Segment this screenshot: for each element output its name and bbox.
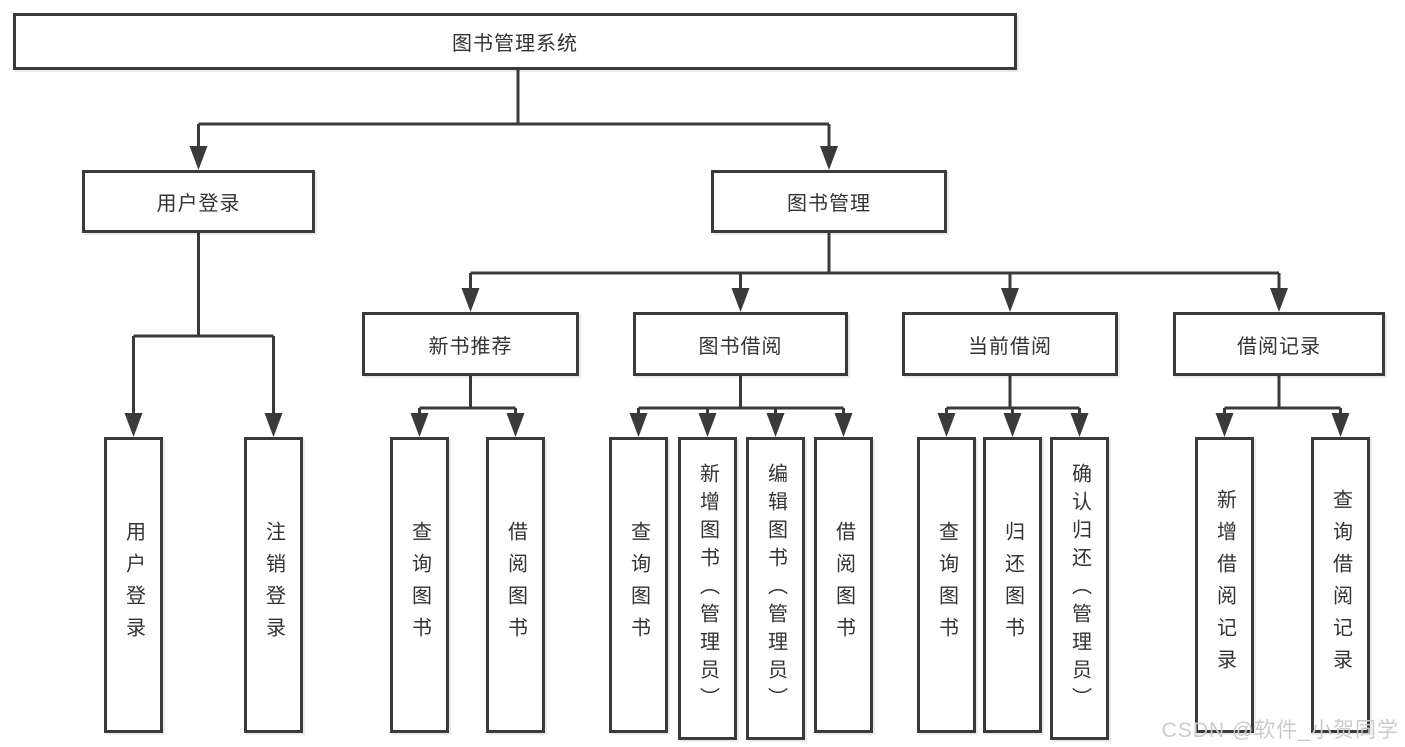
arrowhead-icon	[820, 146, 838, 170]
leaf-query-books-recommend: 查询图书	[390, 437, 449, 733]
node-label: 当前借阅	[968, 335, 1052, 358]
node-root-library-management-system: 图书管理系统	[13, 13, 1017, 70]
arrowhead-icon	[410, 413, 429, 437]
node-label: 用户登录	[122, 521, 145, 649]
node-user-login: 用户登录	[82, 170, 315, 233]
connector-root-to-level2	[197, 70, 831, 152]
arrowhead-icon	[461, 288, 480, 312]
arrowhead-icon	[1270, 288, 1288, 312]
connector-userlogin-to-leaves	[132, 233, 275, 419]
node-label: 新增借阅记录	[1213, 489, 1236, 681]
connector-records-to-leaves	[1223, 376, 1342, 419]
arrowheads	[124, 146, 1350, 437]
connector-paths	[132, 70, 1342, 419]
arrowhead-icon	[189, 146, 208, 170]
leaf-add-borrow-record: 新增借阅记录	[1195, 437, 1254, 733]
node-label: 图书管理系统	[452, 33, 578, 55]
node-label: 新书推荐	[428, 335, 513, 358]
node-label: 编辑图书（管理员）	[764, 462, 787, 715]
arrowhead-icon	[731, 288, 750, 312]
connector-newbook-to-leaves	[418, 376, 517, 419]
node-borrowing-records: 借阅记录	[1173, 312, 1385, 376]
node-label: 查询图书	[408, 521, 431, 649]
leaf-edit-books-admin: 编辑图书（管理员）	[746, 437, 805, 740]
node-label: 查询借阅记录	[1329, 489, 1352, 681]
leaf-logout: 注销登录	[244, 437, 303, 733]
arrowhead-icon	[1331, 413, 1350, 437]
leaf-borrow-books: 借阅图书	[814, 437, 873, 733]
arrowhead-icon	[937, 413, 956, 437]
leaf-add-books-admin: 新增图书（管理员）	[678, 437, 737, 740]
node-label: 归还图书	[1001, 521, 1024, 649]
leaf-query-borrow-record: 查询借阅记录	[1311, 437, 1370, 733]
connector-bookborrow-to-leaves	[637, 376, 845, 419]
arrowhead-icon	[264, 413, 283, 437]
arrowhead-icon	[506, 413, 525, 437]
connector-currentborrow-to-leaves	[945, 376, 1081, 419]
arrowhead-icon	[1215, 413, 1234, 437]
leaf-confirm-return-admin: 确认归还（管理员）	[1050, 437, 1109, 740]
node-label: 用户登录	[156, 193, 241, 215]
arrowhead-icon	[766, 413, 785, 437]
node-label: 借阅记录	[1237, 335, 1321, 358]
leaf-query-books-current: 查询图书	[917, 437, 976, 733]
node-current-borrowing: 当前借阅	[902, 312, 1118, 376]
arrowhead-icon	[629, 413, 648, 437]
arrowhead-icon	[1001, 288, 1019, 312]
leaf-query-books-borrow: 查询图书	[609, 437, 668, 733]
node-label: 注销登录	[262, 521, 285, 649]
node-label: 确认归还（管理员）	[1068, 462, 1091, 715]
leaf-return-books: 归还图书	[983, 437, 1042, 733]
node-label: 查询图书	[935, 521, 958, 649]
arrowhead-icon	[834, 413, 853, 437]
csdn-watermark: CSDN @软件_小贺同学	[1161, 719, 1399, 742]
node-label: 图书借阅	[698, 335, 783, 358]
arrowhead-icon	[698, 413, 717, 437]
node-new-book-recommendation: 新书推荐	[362, 312, 579, 376]
arrowhead-icon	[1003, 413, 1022, 437]
arrowhead-icon	[1070, 413, 1089, 437]
node-label: 借阅图书	[832, 521, 855, 649]
leaf-borrow-books-recommend: 借阅图书	[486, 437, 545, 733]
node-label: 借阅图书	[504, 521, 527, 649]
arrowhead-icon	[124, 413, 143, 437]
node-book-management: 图书管理	[711, 170, 947, 233]
node-book-borrowing: 图书借阅	[633, 312, 848, 376]
node-label: 图书管理	[787, 193, 871, 215]
leaf-user-login: 用户登录	[104, 437, 163, 733]
node-label: 查询图书	[627, 521, 650, 649]
connector-bookmgmt-to-level3	[469, 233, 1281, 294]
node-label: 新增图书（管理员）	[696, 462, 719, 715]
